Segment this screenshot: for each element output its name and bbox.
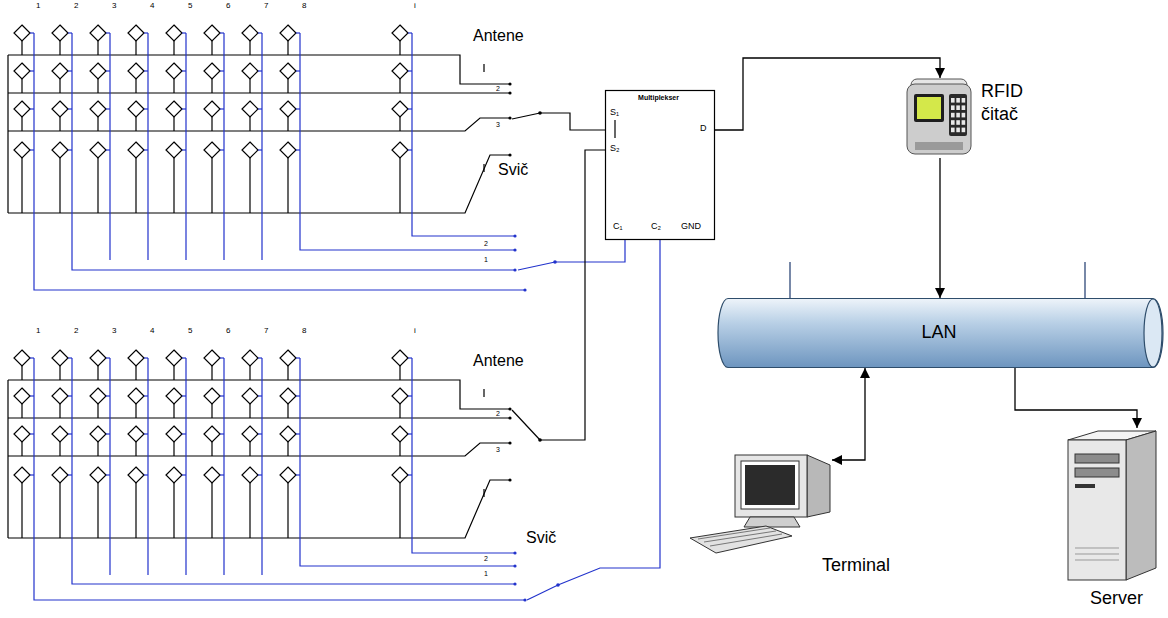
multiplexer-title: Multiplekser [605, 94, 712, 101]
pin-name: C₂ [651, 222, 661, 231]
antenna-column-number: 7 [264, 327, 268, 335]
switch-position: 1 [484, 570, 488, 577]
switch-position: 2 [496, 85, 500, 92]
switch-contact [508, 82, 541, 156]
antenna-column-number: 8 [302, 2, 306, 10]
terminal-computer: Terminal [688, 440, 832, 555]
switch-contact [513, 551, 559, 601]
array-label: Antene [473, 26, 524, 45]
switch-label: Svič [498, 160, 528, 179]
antenna-column-number: 3 [112, 2, 116, 10]
antenna-column-number: 5 [188, 2, 192, 10]
lan-tap [790, 262, 1085, 298]
switch-position: 1 [484, 256, 488, 263]
antenna-array [8, 25, 420, 213]
device-label: RFID čitač [981, 80, 1053, 127]
switch-position: 3 [496, 121, 500, 128]
server-icon [1060, 428, 1160, 582]
antenna-column-number: 2 [74, 327, 78, 335]
switch-position: 3 [496, 446, 500, 453]
network-label: LAN [718, 322, 1160, 344]
connector-arrow [1015, 368, 1137, 428]
antenna-column-number: 4 [150, 2, 154, 10]
antenna-column-number: 7 [264, 2, 268, 10]
row-switch [420, 55, 605, 213]
antenna-column-number: 1 [36, 2, 40, 10]
row-bus [8, 55, 420, 213]
antenna-column-number: 2 [74, 2, 78, 10]
pin-name: GND [681, 222, 701, 231]
antenna-column-number: 5 [188, 327, 192, 335]
switch-contact [513, 234, 556, 291]
antenna-column-number: i [414, 327, 416, 335]
connector-arrow [939, 158, 940, 298]
device-label: Server [1090, 588, 1143, 610]
antenna-column-number: i [414, 2, 416, 10]
device-label: Terminal [822, 555, 890, 577]
mux-icon [605, 90, 715, 240]
switch-position: 2 [496, 410, 500, 417]
connector-arrow [832, 368, 865, 460]
reader-icon [905, 78, 975, 158]
row-switch [420, 150, 605, 538]
lan-bus: LAN [718, 298, 1163, 368]
switch-label: Svič [526, 528, 556, 547]
pin-name: S₂ [610, 144, 620, 153]
antenna-array [8, 350, 420, 538]
column-switch [34, 33, 625, 290]
pin-name: C₁ [613, 222, 623, 231]
switch-position: 2 [484, 555, 488, 562]
multiplexer-box: MultiplekserS₁ S₂ D C₁ C₂ GND [605, 90, 715, 240]
switch-contact [508, 407, 541, 481]
pin-name: D [700, 124, 707, 133]
antenna-column-number: 6 [226, 327, 230, 335]
server-tower: Server [1060, 428, 1160, 582]
antenna-column-number: 3 [112, 327, 116, 335]
antenna-column-number: 4 [150, 327, 154, 335]
antenna-column-number: 8 [302, 327, 306, 335]
pin-name: S₁ [610, 108, 619, 117]
antenna-column-number: 1 [36, 327, 40, 335]
switch-position: 2 [484, 240, 488, 247]
array-label: Antene [473, 351, 524, 370]
rfid-reader: RFID čitač [905, 78, 975, 158]
antenna-column-number: 6 [226, 2, 230, 10]
column-switch [34, 240, 660, 600]
terminal-icon [688, 440, 832, 555]
connector-arrow [715, 58, 940, 130]
